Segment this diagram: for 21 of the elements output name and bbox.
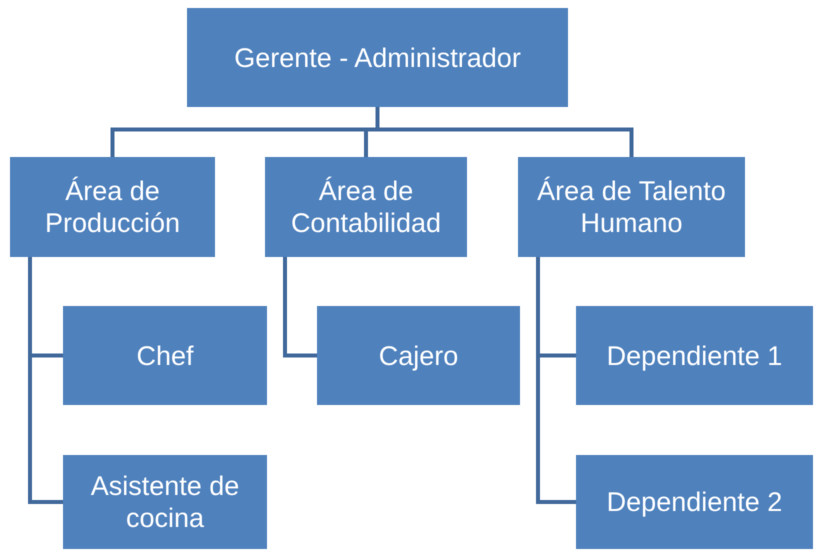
box-label: Dependiente 1 [606,340,782,372]
org-box [63,306,267,405]
org-box [317,306,520,405]
org-box [576,306,813,405]
connector-line [376,107,634,157]
box-label: Asistente de cocina [90,470,240,534]
connector-line [536,257,576,504]
org-box [576,455,813,549]
org-box [187,8,568,107]
box-label: Área de Producción [44,175,182,239]
box-label: Área de Contabilidad [290,175,442,239]
box-label: Área de Talento Humano [536,175,727,239]
box-label: Chef [136,340,194,372]
connector-line [283,257,317,358]
box-label: Dependiente 2 [606,486,782,518]
box-label: Gerente - Administrador [234,42,521,74]
org-box [63,455,267,549]
org-box [518,157,745,257]
org-box [10,157,215,257]
box-label: Cajero [378,340,458,372]
org-box [265,157,467,257]
